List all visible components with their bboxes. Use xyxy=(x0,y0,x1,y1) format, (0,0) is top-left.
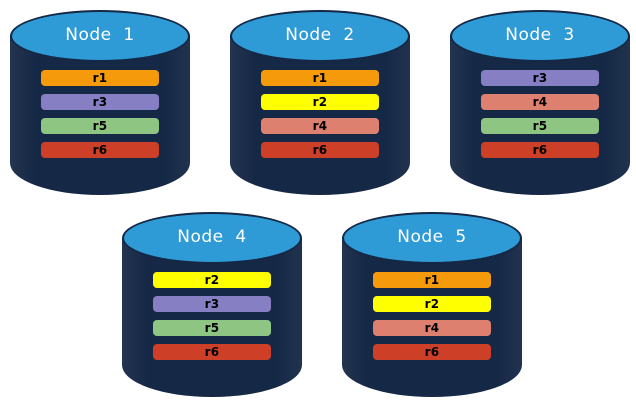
cylinder-body xyxy=(10,36,190,195)
replica-bar[interactable]: r5 xyxy=(153,320,271,336)
replica-label: r5 xyxy=(92,119,108,133)
replica-label: r1 xyxy=(312,71,328,85)
replica-label: r3 xyxy=(204,297,220,311)
replica-bar[interactable]: r4 xyxy=(481,94,599,110)
replica-label: r3 xyxy=(532,71,548,85)
replica-bar[interactable]: r6 xyxy=(481,142,599,158)
replica-label: r6 xyxy=(532,143,548,157)
cylinder-body xyxy=(230,36,410,195)
replica-bar[interactable]: r2 xyxy=(261,94,379,110)
replica-bar[interactable]: r6 xyxy=(153,344,271,360)
database-node[interactable]: Node 5 r1 r2 r4 r6 xyxy=(342,212,522,397)
replica-list: r1 r2 r4 r6 xyxy=(261,70,379,158)
replica-label: r2 xyxy=(424,297,440,311)
database-node[interactable]: Node 3 r3 r4 r5 r6 xyxy=(450,10,630,195)
database-node[interactable]: Node 1 r1 r3 r5 r6 xyxy=(10,10,190,195)
node-label: Node 5 xyxy=(397,227,467,247)
cylinder-top-ellipse: Node 4 xyxy=(122,212,302,264)
replica-label: r6 xyxy=(204,345,220,359)
replica-bar[interactable]: r3 xyxy=(481,70,599,86)
replica-label: r4 xyxy=(312,119,328,133)
replica-bar[interactable]: r2 xyxy=(153,272,271,288)
replica-label: r2 xyxy=(204,273,220,287)
replica-bar[interactable]: r6 xyxy=(41,142,159,158)
cylinder-body xyxy=(122,238,302,397)
replica-bar[interactable]: r6 xyxy=(373,344,491,360)
replica-list: r2 r3 r5 r6 xyxy=(153,272,271,360)
cylinder-top-ellipse: Node 3 xyxy=(450,10,630,62)
replica-label: r1 xyxy=(92,71,108,85)
node-label: Node 2 xyxy=(285,25,355,45)
replica-list: r3 r4 r5 r6 xyxy=(481,70,599,158)
node-label: Node 1 xyxy=(65,25,135,45)
replica-label: r3 xyxy=(92,95,108,109)
cylinder-body xyxy=(342,238,522,397)
replica-label: r6 xyxy=(312,143,328,157)
replica-label: r4 xyxy=(532,95,548,109)
cylinder-top-ellipse: Node 2 xyxy=(230,10,410,62)
replica-bar[interactable]: r1 xyxy=(261,70,379,86)
cylinder-body xyxy=(450,36,630,195)
cylinder-top-ellipse: Node 5 xyxy=(342,212,522,264)
database-node[interactable]: Node 2 r1 r2 r4 r6 xyxy=(230,10,410,195)
replica-list: r1 r3 r5 r6 xyxy=(41,70,159,158)
replica-bar[interactable]: r4 xyxy=(261,118,379,134)
replica-bar[interactable]: r5 xyxy=(41,118,159,134)
replica-bar[interactable]: r6 xyxy=(261,142,379,158)
node-label: Node 3 xyxy=(505,25,575,45)
replica-label: r2 xyxy=(312,95,328,109)
replica-bar[interactable]: r5 xyxy=(481,118,599,134)
replica-bar[interactable]: r3 xyxy=(153,296,271,312)
replica-bar[interactable]: r1 xyxy=(41,70,159,86)
replica-label: r4 xyxy=(424,321,440,335)
replica-bar[interactable]: r2 xyxy=(373,296,491,312)
replica-label: r6 xyxy=(424,345,440,359)
replica-bar[interactable]: r4 xyxy=(373,320,491,336)
database-node[interactable]: Node 4 r2 r3 r5 r6 xyxy=(122,212,302,397)
cylinder-top-ellipse: Node 1 xyxy=(10,10,190,62)
replica-label: r5 xyxy=(532,119,548,133)
replica-label: r6 xyxy=(92,143,108,157)
replica-label: r5 xyxy=(204,321,220,335)
replica-label: r1 xyxy=(424,273,440,287)
replica-list: r1 r2 r4 r6 xyxy=(373,272,491,360)
replica-bar[interactable]: r3 xyxy=(41,94,159,110)
replica-bar[interactable]: r1 xyxy=(373,272,491,288)
node-label: Node 4 xyxy=(177,227,247,247)
